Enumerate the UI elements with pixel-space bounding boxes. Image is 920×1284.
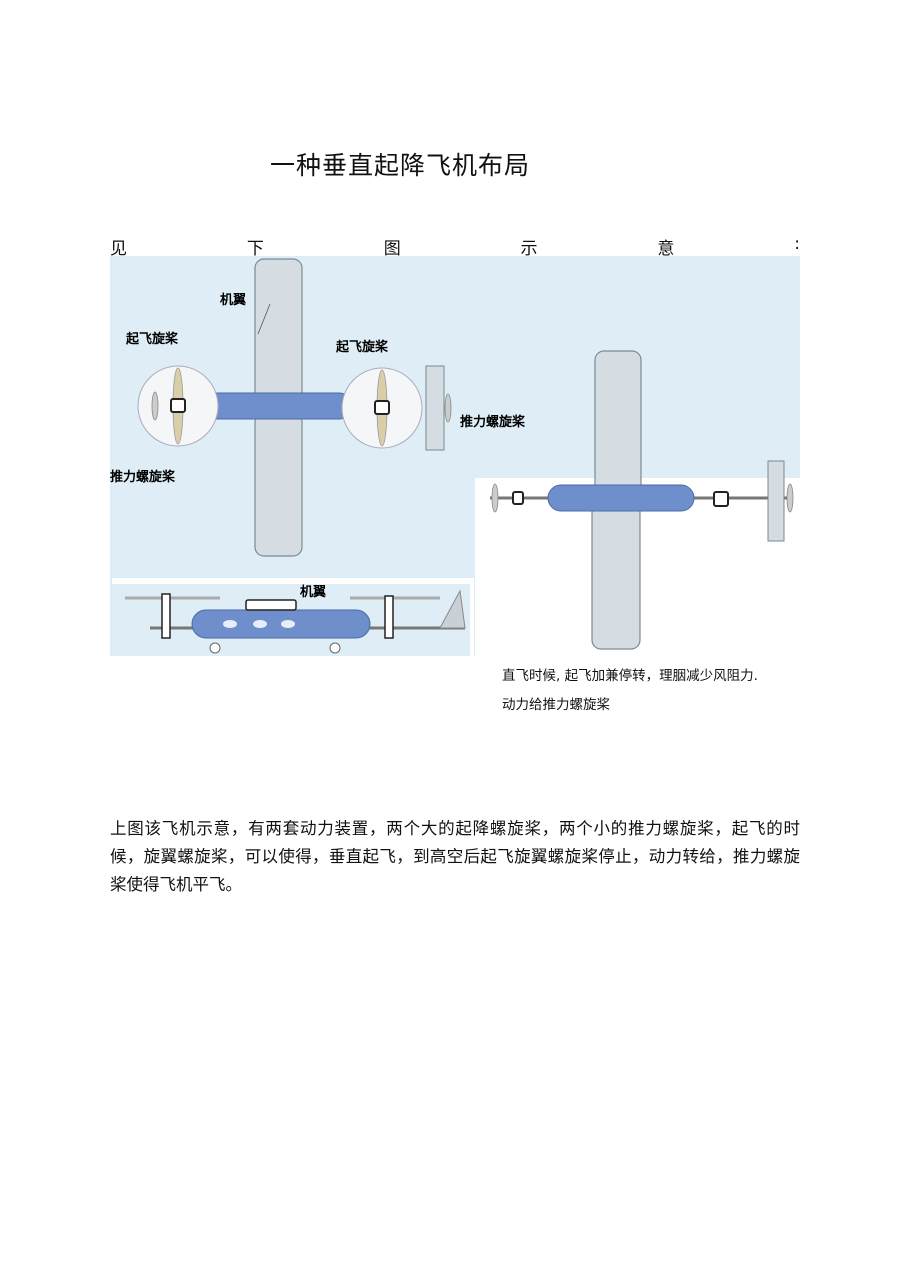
caption-line: 直飞时候, 起飞加兼停转，理胭减少风阻力. (502, 668, 758, 684)
label-takeoff-prop-left: 起飞旋桨 (125, 331, 179, 347)
caption-line: 动力给推力螺旋桨 (502, 697, 610, 713)
label-takeoff-prop-right: 起飞旋桨 (335, 339, 389, 355)
page-title: 一种垂直起降飞机布局 (270, 151, 531, 180)
aircraft-layout-figure: 机翼 起飞旋桨 起飞旋桨 推力螺旋桨 推力螺旋桨 机翼 (110, 256, 800, 656)
top-view-aircraft: 机翼 起飞旋桨 起飞旋桨 推力螺旋桨 推力螺旋桨 (110, 258, 526, 557)
label-thrust-prop-left: 推力螺旋桨 (110, 469, 176, 485)
figure-caption: 直飞时候, 起飞加兼停转，理胭减少风阻力. 动力给推力螺旋桨 (502, 662, 758, 720)
label-thrust-prop-right: 推力螺旋桨 (460, 414, 526, 430)
intro-char: 见 (110, 239, 127, 259)
intro-char: 图 (383, 239, 401, 259)
intro-char: 下 (246, 239, 264, 259)
intro-char: 示 (520, 239, 538, 259)
cruise-view-aircraft (475, 350, 800, 656)
side-view-aircraft: 机翼 (110, 578, 474, 656)
label-wing-top: 机翼 (220, 292, 246, 308)
intro-char: 意 (657, 239, 675, 259)
intro-char: : (794, 234, 800, 254)
label-wing-side: 机翼 (300, 584, 326, 600)
intro-line: 见 下 图 示 意 : (110, 234, 800, 259)
body-paragraph: 上图该飞机示意，有两套动力装置，两个大的起降螺旋桨，两个小的推力螺旋桨，起飞的时… (110, 819, 800, 894)
